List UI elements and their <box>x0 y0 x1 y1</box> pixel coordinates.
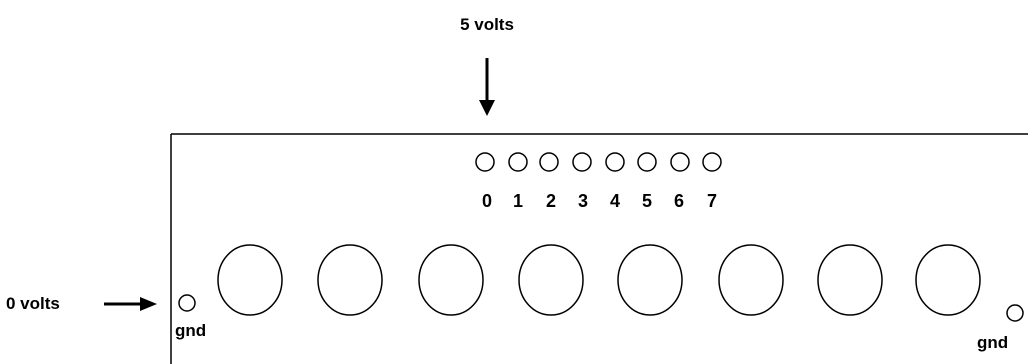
small-pin-2 <box>539 152 559 172</box>
gnd-label-right: gnd <box>977 333 1008 352</box>
top-arrow <box>479 58 495 116</box>
gnd-hole-right <box>1006 304 1024 322</box>
small-pin-7 <box>702 152 722 172</box>
pin-label-7: 7 <box>707 191 717 211</box>
large-holes-row <box>217 244 981 316</box>
pin-label-5: 5 <box>642 191 652 211</box>
large-hole-5 <box>617 244 683 316</box>
large-hole-3 <box>418 244 484 316</box>
gnd-hole-left <box>178 294 196 312</box>
large-hole-6 <box>718 244 784 316</box>
small-pins-row <box>475 152 722 172</box>
pin-label-1: 1 <box>513 191 523 211</box>
small-pin-1 <box>508 152 528 172</box>
pin-label-6: 6 <box>674 191 684 211</box>
large-hole-1 <box>217 244 283 316</box>
top-voltage-label: 5 volts <box>460 15 514 34</box>
large-hole-2 <box>317 244 383 316</box>
large-hole-8 <box>915 244 981 316</box>
board-outline <box>170 133 1028 364</box>
small-pin-4 <box>605 152 625 172</box>
left-arrow <box>104 297 157 311</box>
small-pin-3 <box>572 152 592 172</box>
left-voltage-label: 0 volts <box>6 294 60 313</box>
large-hole-7 <box>817 244 883 316</box>
pin-label-0: 0 <box>482 191 492 211</box>
small-pin-0 <box>475 152 495 172</box>
small-pin-labels: 0 1 2 3 4 5 6 7 <box>482 191 717 211</box>
large-hole-4 <box>518 244 584 316</box>
pin-label-3: 3 <box>578 191 588 211</box>
gnd-label-left: gnd <box>175 321 206 340</box>
pin-label-4: 4 <box>610 191 620 211</box>
small-pin-6 <box>670 152 690 172</box>
pin-label-2: 2 <box>546 191 556 211</box>
small-pin-5 <box>637 152 657 172</box>
